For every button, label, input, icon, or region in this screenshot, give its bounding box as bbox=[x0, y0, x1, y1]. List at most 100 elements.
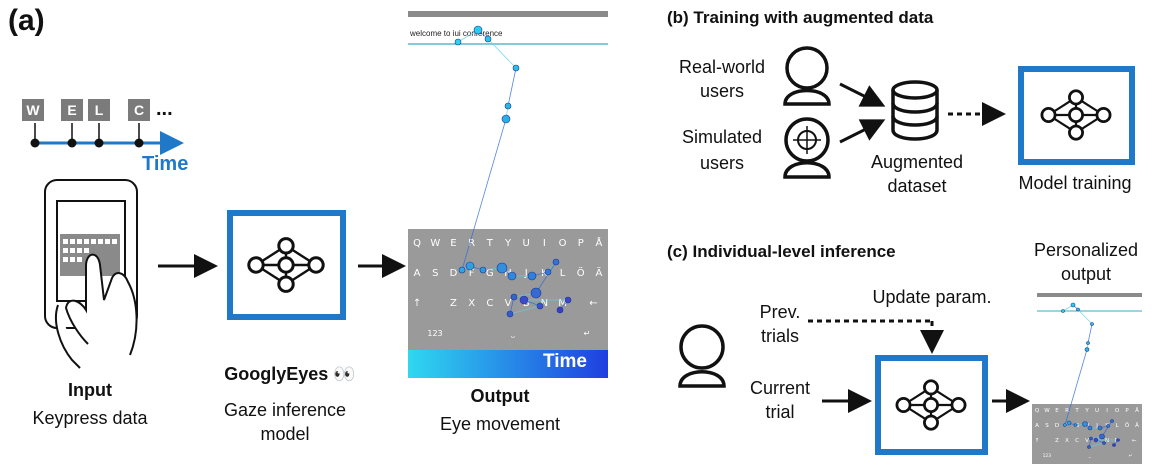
input-title: Input bbox=[68, 380, 112, 400]
nn-node bbox=[1068, 107, 1084, 123]
gaze-fixation bbox=[1106, 424, 1110, 428]
gaze-fixation bbox=[556, 306, 564, 314]
key-K: K bbox=[541, 268, 548, 279]
key-R: R bbox=[468, 238, 476, 249]
key-T: T bbox=[486, 238, 493, 249]
prev-trials-2: trials bbox=[760, 326, 799, 346]
model-training-label: Model training bbox=[1018, 173, 1132, 193]
key-Z: Z bbox=[450, 298, 457, 309]
gaze-saccade bbox=[507, 67, 517, 107]
nn-node bbox=[895, 397, 912, 413]
nn-node bbox=[277, 275, 295, 293]
gaze-saccade bbox=[1077, 309, 1093, 325]
typed-key-c: C bbox=[128, 99, 150, 121]
gaze-fixation bbox=[506, 310, 514, 318]
phone-status-bar bbox=[408, 11, 608, 17]
gaze-fixation bbox=[552, 258, 560, 266]
real-users-1: Real-world bbox=[678, 57, 766, 77]
current-trial-2: trial bbox=[765, 402, 795, 422]
gaze-fixation bbox=[507, 271, 517, 281]
key-L: L bbox=[1115, 423, 1119, 429]
time-bar-label: Time bbox=[543, 351, 588, 372]
personalized-1: Personalized bbox=[1033, 240, 1139, 260]
key-F: F bbox=[1065, 423, 1069, 429]
key-W: W bbox=[430, 238, 441, 249]
gaze-fixation bbox=[1090, 322, 1094, 326]
key-S: S bbox=[1045, 423, 1049, 429]
panel-c-title: (c) Individual-level inference bbox=[667, 242, 896, 261]
gaze-fixation bbox=[544, 268, 552, 276]
gaze-fixation bbox=[530, 287, 542, 299]
gaze-fixation bbox=[1093, 437, 1099, 443]
key-P: P bbox=[1125, 408, 1129, 414]
gaze-saccade bbox=[1101, 420, 1113, 437]
key-L: L bbox=[559, 268, 566, 279]
nn-node bbox=[923, 397, 939, 413]
gaze-saccade bbox=[1087, 323, 1093, 344]
gaze-fixation bbox=[1084, 347, 1090, 352]
key-←: ← bbox=[589, 298, 598, 309]
gaze-fixation bbox=[1070, 302, 1076, 308]
key-↑: ↑ bbox=[1034, 438, 1040, 444]
nn-node bbox=[277, 237, 295, 255]
key-V: V bbox=[1085, 438, 1089, 444]
nn-node bbox=[923, 414, 939, 431]
real-user-icon bbox=[783, 46, 831, 106]
neural-net-icon bbox=[895, 379, 967, 431]
typed-key-e: E bbox=[61, 99, 83, 121]
key-Å: Å bbox=[595, 238, 603, 249]
current-trial-1: Current bbox=[749, 378, 811, 398]
key-A: A bbox=[413, 268, 421, 279]
gaze-fixation bbox=[484, 35, 492, 43]
gaze-scanpath-small bbox=[1061, 302, 1120, 449]
gaze-fixation bbox=[501, 114, 511, 124]
gaze-fixation bbox=[479, 266, 487, 274]
gaze-saccade bbox=[1064, 349, 1088, 426]
key-Q: Q bbox=[413, 238, 422, 249]
time-gradient-bar bbox=[408, 350, 608, 378]
output-desc: Eye movement bbox=[439, 414, 561, 434]
key-M: M bbox=[558, 298, 567, 309]
gaze-saccade bbox=[535, 261, 557, 294]
sim-users-2: users bbox=[699, 153, 744, 173]
prev-trials-1: Prev. bbox=[759, 302, 801, 322]
gaze-fixation bbox=[1086, 341, 1090, 345]
key-Y: Y bbox=[504, 238, 512, 249]
gaze-fixation bbox=[473, 25, 483, 35]
personalized-2: output bbox=[1060, 264, 1112, 284]
key-Ö: Ö bbox=[576, 268, 585, 279]
gaze-fixation bbox=[1116, 438, 1120, 442]
nn-node bbox=[1040, 107, 1057, 123]
gaze-fixation bbox=[496, 262, 508, 274]
gaze-fixation bbox=[1061, 309, 1065, 313]
gaze-fixation bbox=[465, 261, 475, 271]
gaze-fixation bbox=[1082, 421, 1088, 427]
input-desc: Keypress data bbox=[32, 408, 148, 428]
key-X: X bbox=[1065, 438, 1069, 444]
key-bottom-2: ↵ bbox=[583, 329, 591, 338]
update-param-label: Update param. bbox=[872, 287, 992, 307]
key-J: J bbox=[1096, 423, 1098, 429]
gaze-fixation bbox=[1076, 307, 1080, 312]
neural-net-icon bbox=[1040, 89, 1112, 141]
gaze-fixation bbox=[510, 293, 518, 301]
gaze-saccade bbox=[1088, 442, 1105, 448]
key-←: ← bbox=[1131, 438, 1137, 444]
key-A: A bbox=[1035, 423, 1039, 429]
gaze-fixation bbox=[519, 295, 529, 305]
nn-node bbox=[247, 256, 265, 274]
key-↑: ↑ bbox=[412, 298, 422, 309]
key-O: O bbox=[1114, 408, 1120, 414]
gaze-fixation bbox=[1112, 443, 1116, 447]
key-D: D bbox=[449, 268, 458, 279]
key-X: X bbox=[468, 298, 476, 309]
phone-typed-text: welcome to iui conference bbox=[410, 29, 503, 38]
key-P: P bbox=[577, 238, 584, 249]
model-title: GooglyEyes bbox=[224, 364, 329, 384]
gaze-fixation bbox=[1073, 423, 1078, 427]
key-N: N bbox=[540, 298, 549, 309]
nn-node bbox=[950, 397, 967, 413]
sim-users-1: Simulated bbox=[681, 127, 763, 147]
